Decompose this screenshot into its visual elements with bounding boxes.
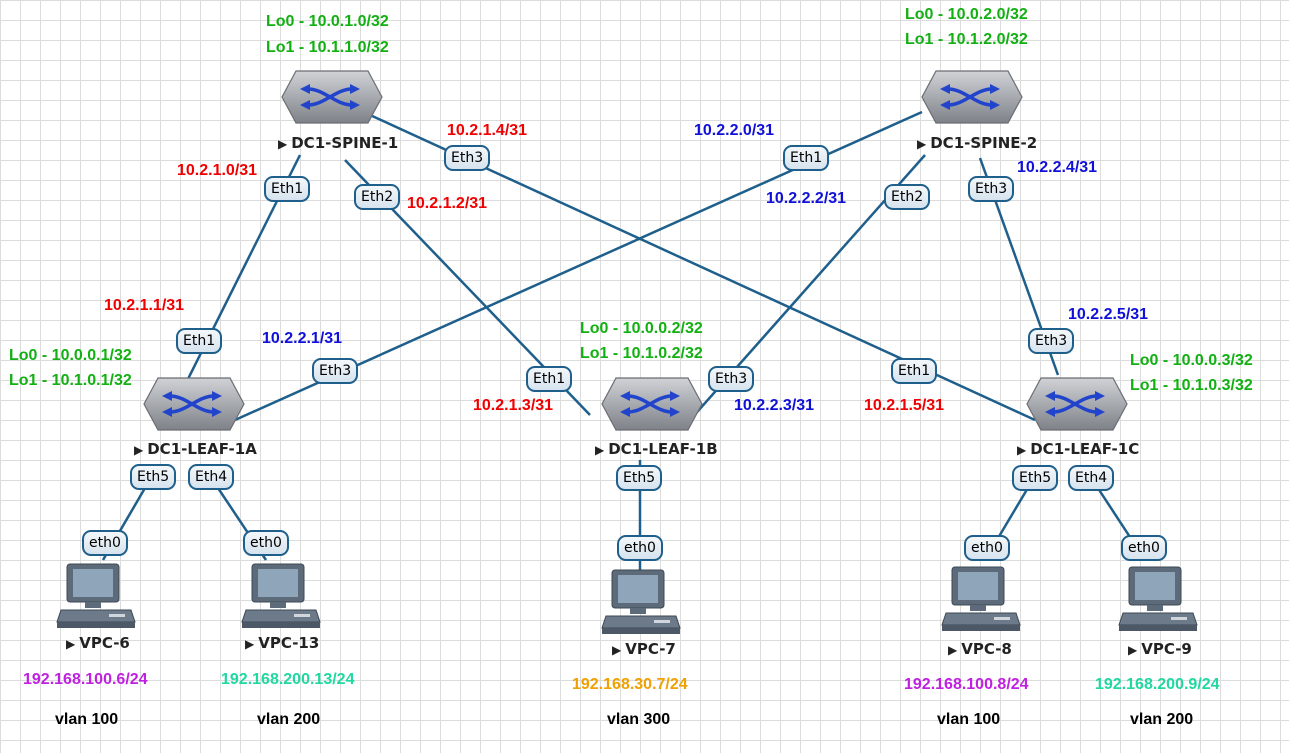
port-leaf1a-eth4[interactable]: Eth4 [188,464,235,490]
spine1-lo0: Lo0 - 10.0.1.0/32 [266,13,389,30]
layer3-switch-icon [143,377,245,431]
leaf1a-lo0: Lo0 - 10.0.0.1/32 [9,347,132,364]
desktop-pc-icon [56,563,136,628]
pc-vpc7[interactable] [600,568,682,641]
port-spine2-eth2[interactable]: Eth2 [884,184,931,210]
port-leaf1a-eth3[interactable]: Eth3 [312,358,359,384]
vpc8-vlan: vlan 100 [937,711,1001,728]
port-vpc13-eth0[interactable]: eth0 [243,530,289,556]
desktop-pc-icon [1118,566,1198,631]
port-leaf1a-eth5[interactable]: Eth5 [130,464,177,490]
desktop-pc-icon [941,566,1021,631]
port-spine1-eth1[interactable]: Eth1 [264,176,311,202]
pc-vpc13[interactable] [240,562,322,635]
port-spine1-eth2[interactable]: Eth2 [354,184,401,210]
port-leaf1b-eth3[interactable]: Eth3 [708,366,755,392]
port-leaf1c-eth5[interactable]: Eth5 [1012,465,1059,491]
vpc6-name: ▶VPC-6 [66,634,130,652]
port-vpc8-eth0[interactable]: eth0 [964,535,1010,561]
port-leaf1b-eth1[interactable]: Eth1 [526,366,573,392]
ip-leaf1a-eth3: 10.2.2.1/31 [262,330,343,347]
pc-vpc6[interactable] [55,562,137,635]
ip-leaf1c-eth3: 10.2.2.5/31 [1068,306,1149,323]
port-leaf1a-eth1[interactable]: Eth1 [176,328,223,354]
switch-leaf1c[interactable] [1025,375,1129,438]
vpc8-ip: 192.168.100.8/24 [904,676,1029,693]
leaf1c-lo1: Lo1 - 10.1.0.3/32 [1130,377,1253,394]
ip-spine2-eth3: 10.2.2.4/31 [1017,159,1098,176]
vpc6-vlan: vlan 100 [55,711,119,728]
port-leaf1b-eth5[interactable]: Eth5 [616,465,663,491]
pc-vpc8[interactable] [940,565,1022,638]
layer3-switch-icon [601,377,703,431]
vpc9-vlan: vlan 200 [1130,711,1194,728]
ip-spine1-eth1: 10.2.1.0/31 [177,162,258,179]
port-leaf1c-eth4[interactable]: Eth4 [1068,465,1115,491]
vpc7-vlan: vlan 300 [607,711,671,728]
port-vpc7-eth0[interactable]: eth0 [617,535,663,561]
ip-spine2-eth2: 10.2.2.2/31 [766,190,847,207]
leaf1b-lo0: Lo0 - 10.0.0.2/32 [580,320,703,337]
vpc13-name: ▶VPC-13 [245,634,320,652]
spine2-name: ▶DC1-SPINE-2 [917,134,1038,152]
vpc6-ip: 192.168.100.6/24 [23,671,148,688]
vpc7-ip: 192.168.30.7/24 [572,676,688,693]
leaf1b-name: ▶DC1-LEAF-1B [595,440,718,458]
ip-leaf1b-eth3: 10.2.2.3/31 [734,397,815,414]
vpc7-name: ▶VPC-7 [612,640,676,658]
switch-leaf1b[interactable] [600,375,704,438]
port-spine1-eth3[interactable]: Eth3 [444,145,491,171]
layer3-switch-icon [921,70,1023,124]
ip-spine1-eth2: 10.2.1.2/31 [407,195,488,212]
leaf1a-lo1: Lo1 - 10.1.0.1/32 [9,372,132,389]
vpc13-vlan: vlan 200 [257,711,321,728]
ip-leaf1b-eth1: 10.2.1.3/31 [473,397,554,414]
port-vpc9-eth0[interactable]: eth0 [1121,535,1167,561]
spine1-name: ▶DC1-SPINE-1 [278,134,399,152]
port-leaf1c-eth3[interactable]: Eth3 [1028,328,1075,354]
desktop-pc-icon [241,563,321,628]
spine2-lo0: Lo0 - 10.0.2.0/32 [905,6,1028,23]
desktop-pc-icon [601,569,681,634]
vpc9-ip: 192.168.200.9/24 [1095,676,1220,693]
port-vpc6-eth0[interactable]: eth0 [82,530,128,556]
layer3-switch-icon [281,70,383,124]
vpc8-name: ▶VPC-8 [948,640,1012,658]
vpc9-name: ▶VPC-9 [1128,640,1192,658]
vpc13-ip: 192.168.200.13/24 [221,671,355,688]
ip-leaf1c-eth1: 10.2.1.5/31 [864,397,945,414]
pc-vpc9[interactable] [1117,565,1199,638]
switch-spine1[interactable] [280,68,384,131]
spine2-lo1: Lo1 - 10.1.2.0/32 [905,31,1028,48]
switch-spine2[interactable] [920,68,1024,131]
port-leaf1c-eth1[interactable]: Eth1 [891,358,938,384]
port-spine2-eth1[interactable]: Eth1 [783,145,830,171]
leaf1a-name: ▶DC1-LEAF-1A [134,440,257,458]
ip-spine1-eth3: 10.2.1.4/31 [447,122,528,139]
port-spine2-eth3[interactable]: Eth3 [968,176,1015,202]
leaf1b-lo1: Lo1 - 10.1.0.2/32 [580,345,703,362]
leaf1c-lo0: Lo0 - 10.0.0.3/32 [1130,352,1253,369]
layer3-switch-icon [1026,377,1128,431]
leaf1c-name: ▶DC1-LEAF-1C [1017,440,1140,458]
ip-spine2-eth1: 10.2.2.0/31 [694,122,775,139]
spine1-lo1: Lo1 - 10.1.1.0/32 [266,39,389,56]
ip-leaf1a-eth1: 10.2.1.1/31 [104,297,185,314]
switch-leaf1a[interactable] [142,375,246,438]
